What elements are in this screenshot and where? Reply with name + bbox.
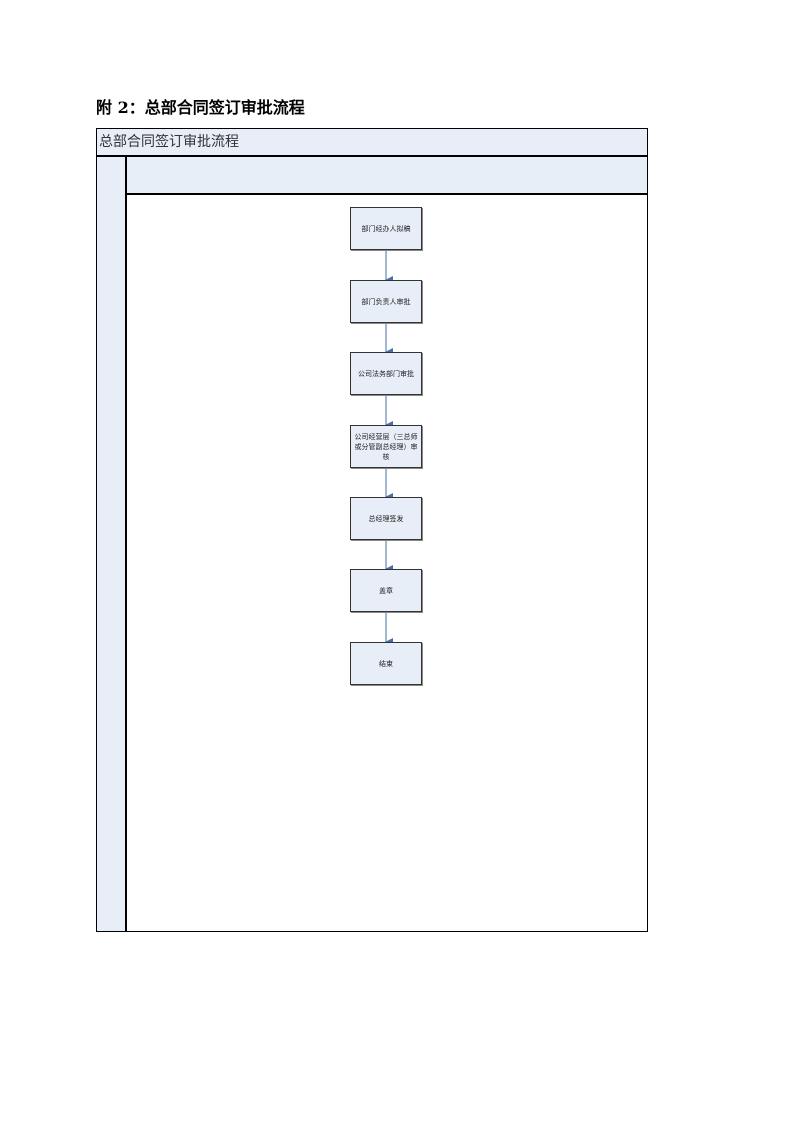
step-legal-approval[interactable]: 公司法务部门审批 [350,352,422,395]
step-dept-head-approval-label: 部门负责人审批 [361,297,411,306]
lane-header [127,157,647,195]
step-end-label: 结束 [379,659,393,668]
step-gm-sign[interactable]: 总经理签发 [350,497,422,540]
step-seal[interactable]: 盖章 [350,569,422,612]
swimlane-pool: 总部合同签订审批流程 [96,128,648,932]
step-end[interactable]: 结束 [350,642,422,685]
step-legal-approval-label: 公司法务部门审批 [358,369,414,378]
step-dept-head-approval[interactable]: 部门负责人审批 [350,280,422,323]
step-draft[interactable]: 部门经办人拟稿 [350,207,422,250]
document-heading: 附 2：总部合同签订审批流程 [96,98,305,117]
lane-label-column [97,157,127,931]
pool-title: 总部合同签订审批流程 [97,129,647,157]
step-management-review[interactable]: 公司经营层（三总师或分管副总经理）审核 [350,425,422,468]
step-gm-sign-label: 总经理签发 [368,514,404,523]
step-management-review-label: 公司经营层（三总师或分管副总经理）审核 [354,432,418,461]
step-draft-label: 部门经办人拟稿 [361,224,411,233]
step-seal-label: 盖章 [379,586,393,595]
